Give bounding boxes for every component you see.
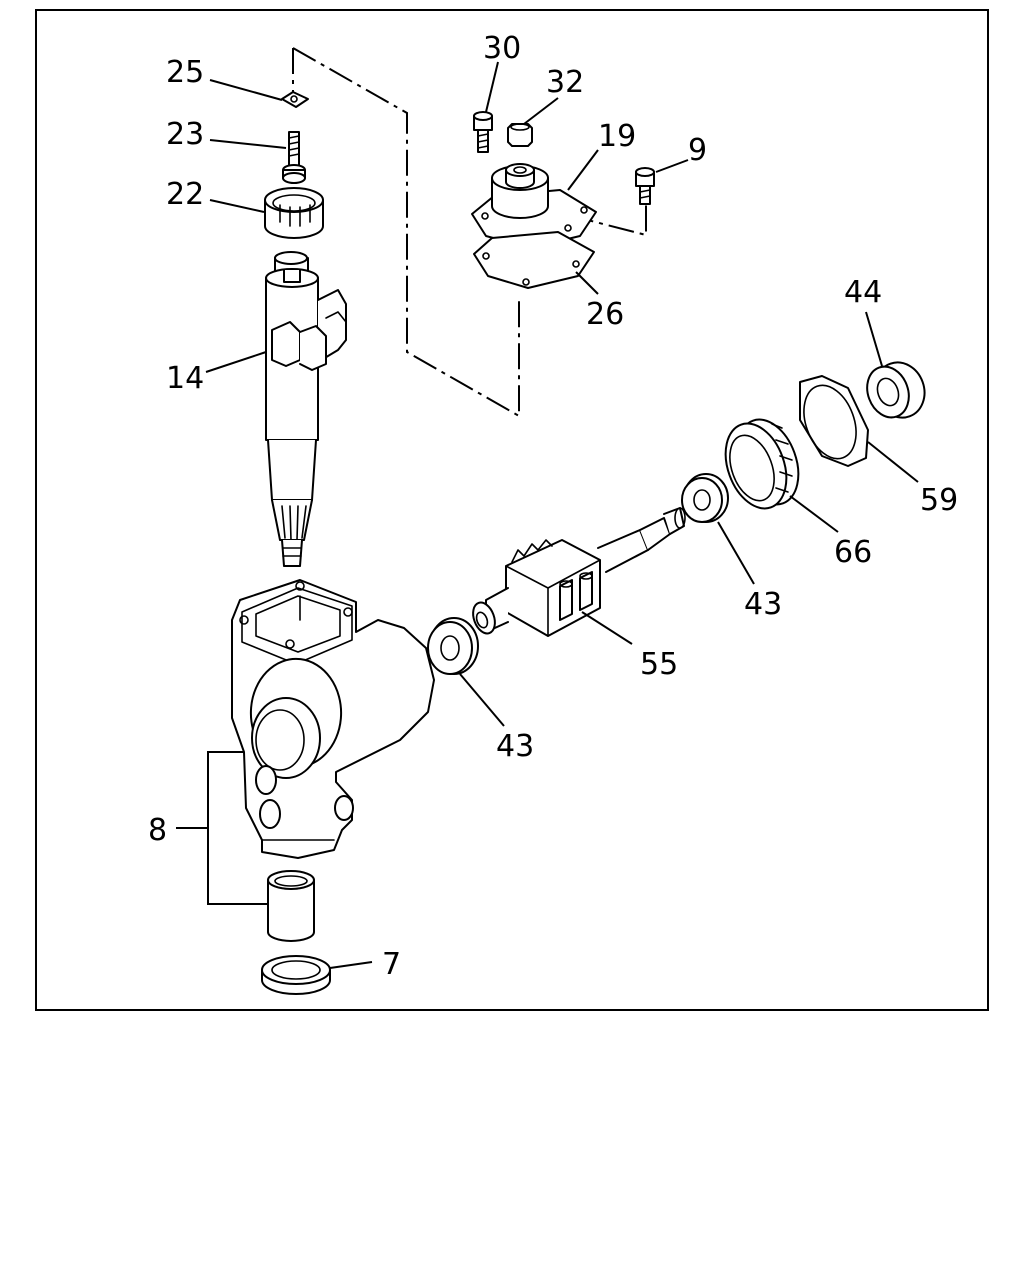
part-59-lock-nut — [799, 375, 869, 467]
part-23-screw — [282, 131, 306, 184]
part-44-bearing — [866, 361, 926, 419]
callout-59: 59 — [920, 483, 958, 518]
assembly-phantom-lines — [292, 47, 647, 418]
callout-25: 25 — [166, 55, 204, 90]
part-66-adjusting-plug — [724, 418, 800, 510]
part-55-worm-shaft — [472, 507, 686, 637]
callout-32: 32 — [546, 65, 584, 100]
part-8-gear-housing — [231, 579, 435, 859]
part-22-needle-bearing — [264, 187, 324, 239]
part-9-bolt — [635, 167, 655, 205]
callout-43-lower: 43 — [496, 729, 534, 764]
part-19-cover — [471, 163, 597, 249]
part-14-sector-shaft — [265, 251, 347, 567]
callout-26: 26 — [586, 297, 624, 332]
callout-7: 7 — [382, 947, 401, 982]
diagram-frame — [35, 9, 989, 1011]
part-30-bolt — [473, 111, 493, 153]
part-7-seal-ring — [261, 955, 331, 995]
callout-14: 14 — [166, 361, 204, 396]
part-32-nut — [507, 123, 533, 147]
leader-lines — [176, 61, 919, 969]
part-26-gasket — [473, 231, 595, 289]
callout-55: 55 — [640, 647, 678, 682]
callout-9: 9 — [688, 133, 707, 168]
callout-43-upper: 43 — [744, 587, 782, 622]
callout-19: 19 — [598, 119, 636, 154]
callout-23: 23 — [166, 117, 204, 152]
callout-labels: 25 23 22 14 30 32 19 9 26 44 59 66 43 55… — [148, 31, 958, 982]
callout-22: 22 — [166, 177, 204, 212]
callout-8: 8 — [148, 813, 167, 848]
part-8-bushing — [267, 870, 315, 942]
callout-66: 66 — [834, 535, 872, 570]
callout-44: 44 — [844, 275, 882, 310]
callout-30: 30 — [483, 31, 521, 66]
part-43-seal-lower — [427, 617, 479, 675]
part-25-plate — [281, 91, 309, 108]
part-43-seal-upper — [681, 473, 729, 523]
